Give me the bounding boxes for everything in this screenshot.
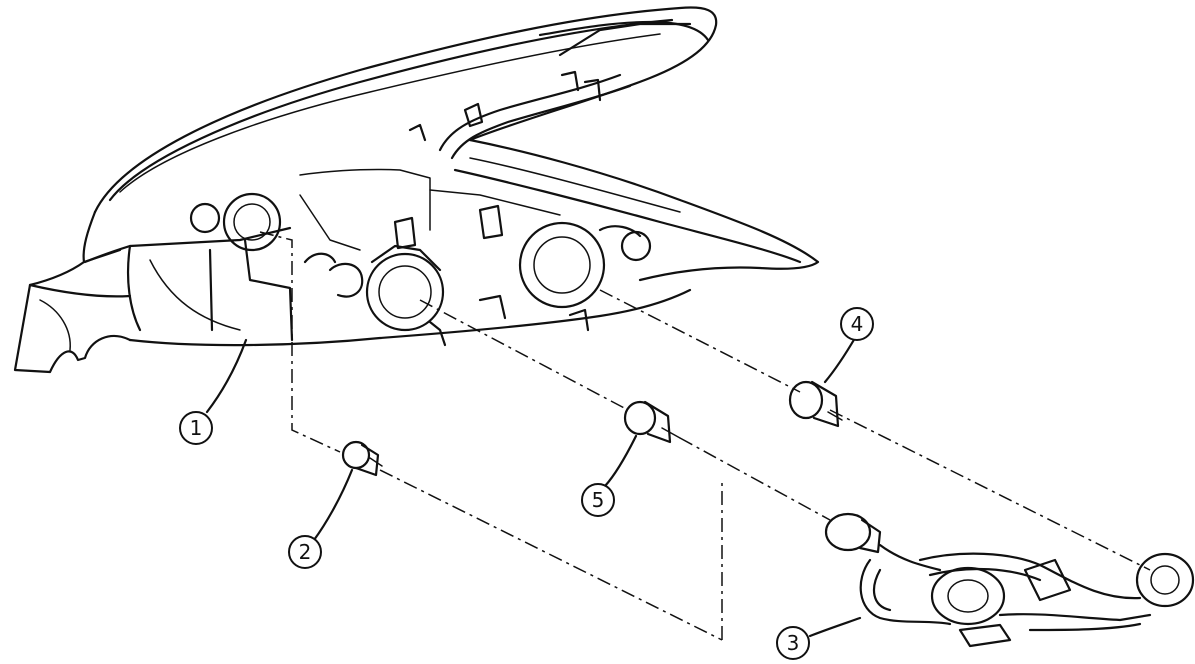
callout-1: 1	[179, 411, 213, 445]
callout-5-label: 5	[592, 488, 605, 512]
callout-3: 3	[776, 626, 810, 660]
callout-3-label: 3	[787, 631, 800, 655]
callout-1-label: 1	[190, 416, 203, 440]
callout-4-label: 4	[851, 312, 864, 336]
callout-leaders	[205, 336, 862, 638]
headlamp-housing	[13, 6, 820, 374]
callout-5: 5	[581, 483, 615, 517]
socket-harness	[824, 512, 1195, 648]
small-bulb	[341, 440, 383, 477]
callout-2: 2	[288, 535, 322, 569]
callout-2-label: 2	[299, 540, 312, 564]
callout-4: 4	[840, 307, 874, 341]
bulb-4	[788, 380, 843, 428]
bulb-5	[623, 400, 681, 444]
alignment-leaders	[259, 231, 1151, 641]
